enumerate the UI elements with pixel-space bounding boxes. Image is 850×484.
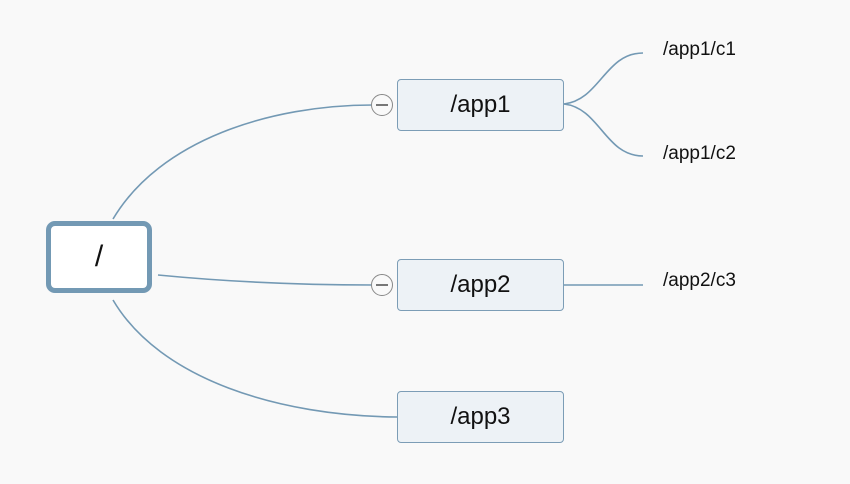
leaf-node-app1-c2[interactable]: /app1/c2 <box>663 142 736 166</box>
connector-app1-c1 <box>563 52 644 105</box>
root-node-label: / <box>94 240 104 273</box>
connector-app1-c2 <box>563 103 644 157</box>
node-app2[interactable]: /app2 <box>397 259 564 311</box>
minus-circle-icon[interactable] <box>371 274 393 296</box>
node-app3-label: /app3 <box>450 403 511 430</box>
connector-root-app3 <box>112 299 398 418</box>
root-node[interactable]: / <box>46 221 152 293</box>
connector-root-app1 <box>112 104 374 220</box>
minus-circle-icon[interactable] <box>371 94 393 116</box>
leaf-node-app2-c3[interactable]: /app2/c3 <box>663 269 736 293</box>
leaf-node-label: /app1/c1 <box>663 39 736 60</box>
connector-root-app2 <box>157 274 374 286</box>
leaf-node-label: /app2/c3 <box>663 270 736 291</box>
leaf-node-app1-c1[interactable]: /app1/c1 <box>663 38 736 62</box>
node-app3[interactable]: /app3 <box>397 391 564 443</box>
node-app1[interactable]: /app1 <box>397 79 564 131</box>
node-app1-label: /app1 <box>450 91 511 118</box>
leaf-node-label: /app1/c2 <box>663 143 736 164</box>
node-app2-label: /app2 <box>450 271 511 298</box>
